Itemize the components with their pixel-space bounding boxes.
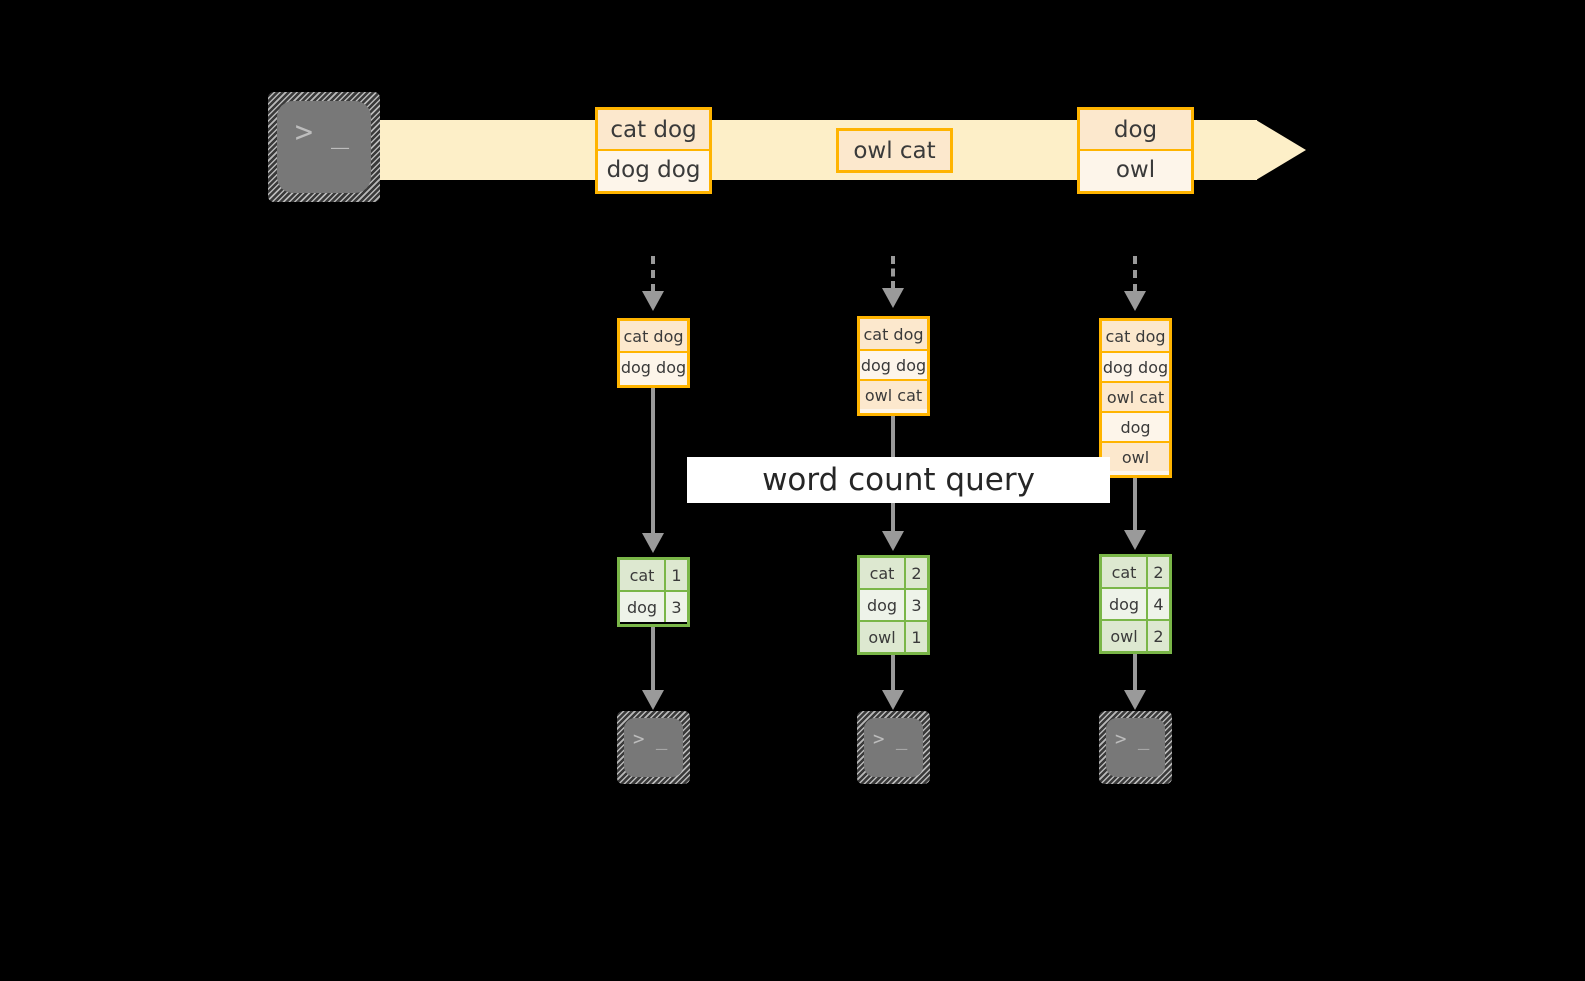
terminal-prompt-icon: > _ <box>873 727 908 750</box>
query-label: word count query <box>687 457 1110 503</box>
snapshot-2-sink-line <box>891 655 895 692</box>
stream-record-line: dog <box>1080 110 1191 149</box>
snapshot-2-sink-arrowhead <box>882 690 904 710</box>
snapshot-input-row: dog dog <box>620 351 687 381</box>
terminal-face <box>277 101 371 193</box>
terminal-prompt-icon: > _ <box>633 727 668 750</box>
result-row: cat 2 <box>860 558 927 588</box>
stream-record-line: dog dog <box>598 149 709 188</box>
result-row: cat 2 <box>1102 557 1169 587</box>
snapshot-2-sink-terminal[interactable]: > _ <box>857 711 930 784</box>
result-word: cat <box>620 560 664 590</box>
snapshot-input-row: owl cat <box>860 379 927 409</box>
snapshot-2-tap-arrowhead <box>882 288 904 308</box>
snapshot-input-row: cat dog <box>860 319 927 349</box>
result-word: owl <box>1102 621 1146 651</box>
result-word: cat <box>1102 557 1146 587</box>
result-word: dog <box>620 592 664 622</box>
snapshot-1-sink-terminal[interactable]: > _ <box>617 711 690 784</box>
snapshot-2-query-arrowhead <box>882 531 904 551</box>
stream-record-2[interactable]: owl cat <box>836 128 953 173</box>
result-count: 2 <box>1146 621 1169 651</box>
terminal-prompt-icon: > _ <box>1115 727 1150 750</box>
stream-record-line: owl cat <box>839 131 950 170</box>
result-count: 2 <box>904 558 927 588</box>
query-label-text: word count query <box>762 462 1035 498</box>
source-terminal[interactable]: > _ <box>268 92 380 202</box>
snapshot-3-query-arrowhead <box>1124 530 1146 550</box>
result-row: dog 3 <box>620 590 687 622</box>
snapshot-input-row: owl <box>1102 441 1169 471</box>
snapshot-2-input-table[interactable]: cat dog dog dog owl cat <box>857 316 930 416</box>
stream-record-line: owl <box>1080 149 1191 188</box>
snapshot-input-row: cat dog <box>620 321 687 351</box>
terminal-face <box>624 718 683 777</box>
snapshot-3-sink-arrowhead <box>1124 690 1146 710</box>
snapshot-1-result-table[interactable]: cat 1 dog 3 <box>617 557 690 627</box>
result-count: 3 <box>904 590 927 620</box>
result-word: dog <box>1102 589 1146 619</box>
result-count: 1 <box>904 622 927 652</box>
result-word: cat <box>860 558 904 588</box>
stream-record-line: cat dog <box>598 110 709 149</box>
result-count: 1 <box>664 560 687 590</box>
result-count: 3 <box>664 592 687 622</box>
result-count: 2 <box>1146 557 1169 587</box>
snapshot-3-sink-line <box>1133 654 1137 692</box>
terminal-prompt-icon: > _ <box>294 115 350 151</box>
result-row: dog 4 <box>1102 587 1169 619</box>
result-word: dog <box>860 590 904 620</box>
result-row: dog 3 <box>860 588 927 620</box>
snapshot-2-result-table[interactable]: cat 2 dog 3 owl 1 <box>857 555 930 655</box>
snapshot-1-sink-line <box>651 627 655 691</box>
snapshot-1-query-arrowhead <box>642 533 664 553</box>
input-stream-arrowhead <box>1256 120 1306 180</box>
snapshot-input-row: cat dog <box>1102 321 1169 351</box>
result-row: cat 1 <box>620 560 687 590</box>
terminal-face <box>1106 718 1165 777</box>
snapshot-2-tap-line <box>891 256 895 289</box>
terminal-face <box>864 718 923 777</box>
snapshot-1-query-line <box>651 388 655 534</box>
snapshot-3-tap-arrowhead <box>1124 291 1146 311</box>
result-row: owl 2 <box>1102 619 1169 651</box>
stream-record-1[interactable]: cat dog dog dog <box>595 107 712 194</box>
snapshot-input-row: dog dog <box>860 349 927 379</box>
snapshot-3-query-line <box>1133 478 1137 531</box>
result-row: owl 1 <box>860 620 927 652</box>
snapshot-3-result-table[interactable]: cat 2 dog 4 owl 2 <box>1099 554 1172 654</box>
snapshot-3-tap-line <box>1133 256 1137 292</box>
snapshot-1-sink-arrowhead <box>642 690 664 710</box>
snapshot-input-row: dog <box>1102 411 1169 441</box>
snapshot-3-input-table[interactable]: cat dog dog dog owl cat dog owl <box>1099 318 1172 478</box>
snapshot-1-tap-line <box>651 256 655 292</box>
stream-record-3[interactable]: dog owl <box>1077 107 1194 194</box>
result-word: owl <box>860 622 904 652</box>
snapshot-1-tap-arrowhead <box>642 291 664 311</box>
snapshot-1-input-table[interactable]: cat dog dog dog <box>617 318 690 388</box>
snapshot-input-row: dog dog <box>1102 351 1169 381</box>
snapshot-3-sink-terminal[interactable]: > _ <box>1099 711 1172 784</box>
snapshot-input-row: owl cat <box>1102 381 1169 411</box>
result-count: 4 <box>1146 589 1169 619</box>
